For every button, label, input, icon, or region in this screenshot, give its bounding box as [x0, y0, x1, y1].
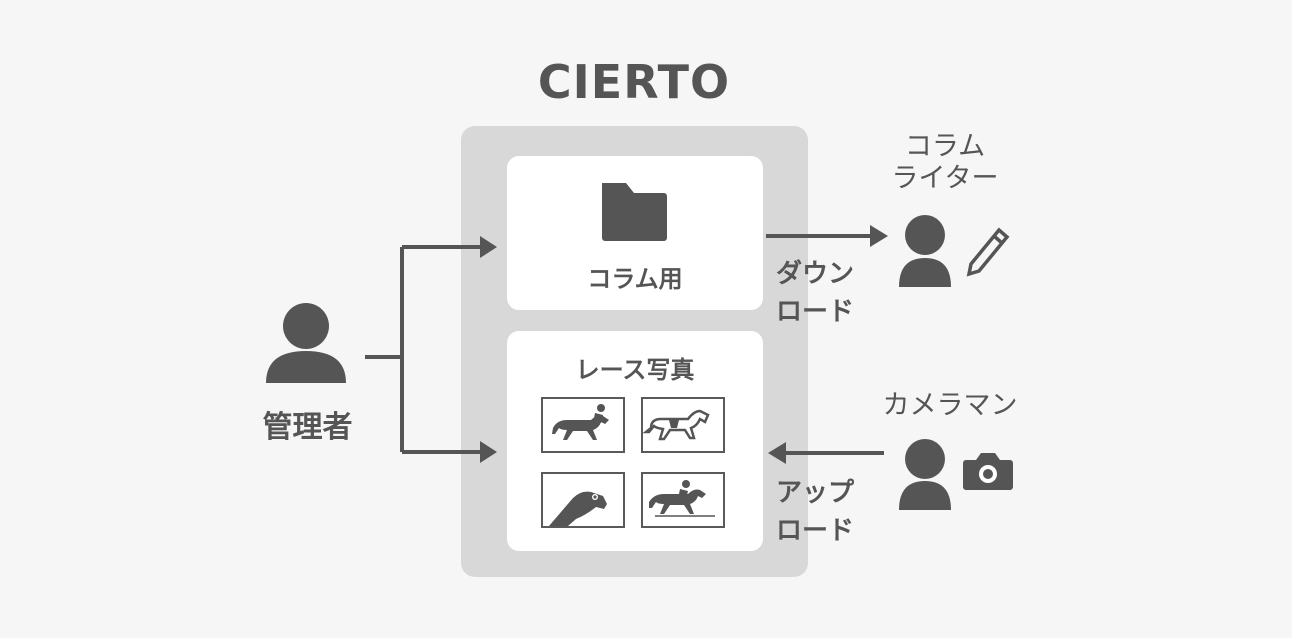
horse-galloping-icon [642, 409, 710, 441]
diagram-title: CIERTO [537, 55, 731, 109]
column-writer-label: コラム ライター [860, 131, 1030, 195]
horse-head-icon [549, 491, 607, 526]
jockey-racing-icon [552, 404, 609, 440]
column-storage-label: コラム用 [587, 265, 683, 293]
upload-arrow-head [768, 442, 786, 464]
upload-label: アップ ロード [776, 474, 871, 550]
cameraman-person-icon [899, 439, 951, 510]
download-label-line1: ダウン [776, 259, 855, 289]
jockey-finish-icon [649, 480, 715, 517]
camera-icon [963, 453, 1013, 490]
arrow-to-race-box [480, 441, 497, 463]
race-photo-label: レース写真 [575, 356, 695, 384]
admin-label: 管理者 [262, 410, 353, 445]
pencil-icon [966, 227, 1010, 277]
column-writer-person-icon [899, 215, 951, 287]
column-writer-label-line2: ライター [891, 163, 999, 194]
cameraman-label: カメラマン [882, 390, 1018, 421]
saddle-mark [669, 420, 679, 428]
admin-flow-arrows [365, 245, 480, 454]
folder-icon [602, 183, 667, 241]
download-label-line2: ロード [776, 297, 855, 327]
column-writer-label-line1: コラム [904, 131, 986, 162]
race-photo-2 [641, 397, 725, 453]
arrow-to-column-box [480, 236, 497, 258]
download-label: ダウン ロード [776, 255, 871, 331]
admin-person-icon [266, 303, 346, 383]
upload-label-line1: アップ [776, 478, 855, 508]
upload-label-line2: ロード [776, 516, 855, 546]
download-arrow-head [870, 225, 888, 247]
